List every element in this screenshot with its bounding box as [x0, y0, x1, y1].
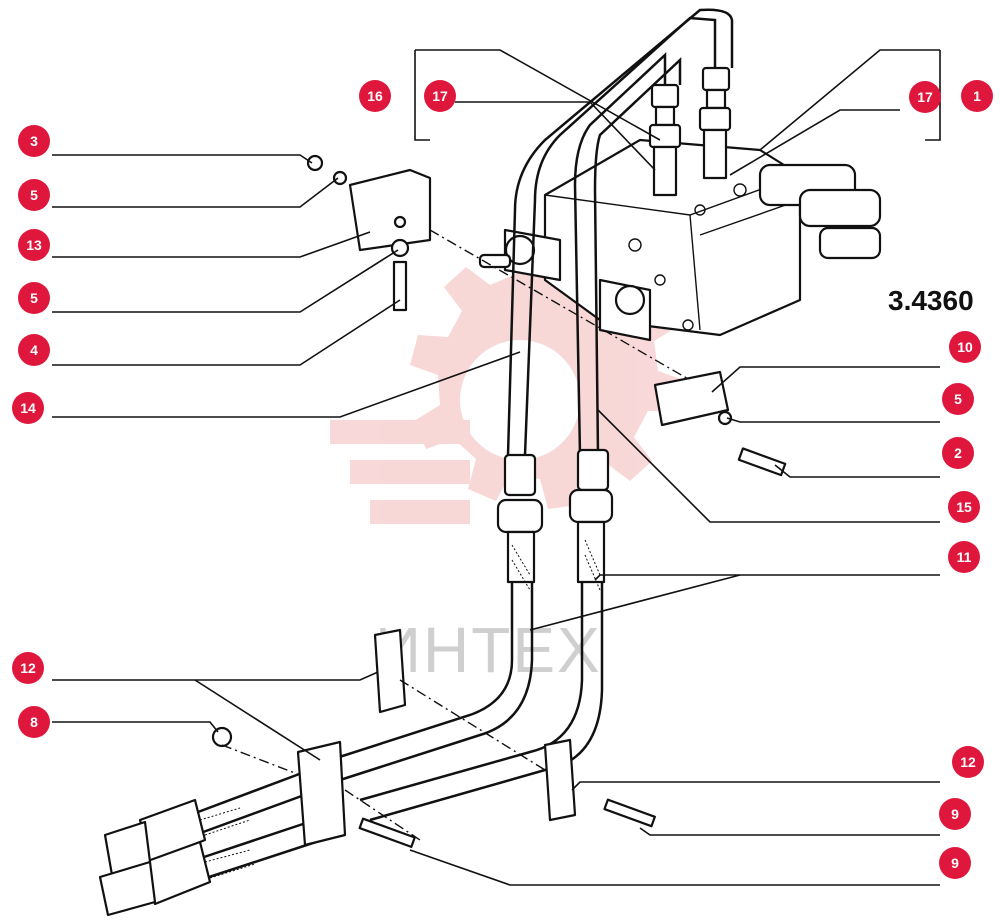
callout-8: 8 [18, 706, 50, 738]
steel-pipes [506, 8, 734, 456]
svg-text:10: 10 [957, 339, 973, 355]
callout-17-left: 17 [424, 80, 456, 112]
svg-text:9: 9 [951, 855, 959, 871]
svg-text:9: 9 [951, 806, 959, 822]
callout-14: 14 [12, 392, 44, 424]
callout-13: 13 [18, 229, 50, 261]
svg-text:5: 5 [30, 187, 38, 203]
callout-12-left: 12 [12, 652, 44, 684]
callout-9-b: 9 [939, 847, 971, 879]
callout-15: 15 [948, 491, 980, 523]
svg-text:15: 15 [956, 499, 972, 515]
leader-lines [52, 49, 941, 886]
svg-text:17: 17 [917, 89, 933, 105]
callout-5-c: 5 [942, 383, 974, 415]
svg-text:4: 4 [30, 342, 38, 358]
callout-10: 10 [949, 331, 981, 363]
callout-5-b: 5 [18, 282, 50, 314]
svg-text:3: 3 [30, 133, 38, 149]
svg-text:17: 17 [432, 88, 448, 104]
callout-2: 2 [942, 437, 974, 469]
reference-number: 3.4360 [888, 285, 974, 316]
callout-12-right: 12 [952, 746, 984, 778]
svg-text:8: 8 [30, 714, 38, 730]
svg-text:16: 16 [367, 88, 383, 104]
svg-text:5: 5 [30, 290, 38, 306]
callout-4: 4 [18, 334, 50, 366]
svg-text:5: 5 [954, 391, 962, 407]
control-valve-assembly [478, 138, 882, 342]
svg-text:14: 14 [20, 400, 36, 416]
callout-11: 11 [948, 541, 980, 573]
callout-16: 16 [359, 80, 391, 112]
watermark-text: ИНТЕХ [375, 614, 602, 686]
callout-5-a: 5 [18, 179, 50, 211]
hydraulic-hoses [98, 448, 614, 917]
svg-text:2: 2 [954, 445, 962, 461]
svg-text:11: 11 [957, 549, 972, 565]
svg-text:1: 1 [973, 88, 981, 104]
callout-3: 3 [18, 125, 50, 157]
callout-9-a: 9 [939, 798, 971, 830]
callout-17-right: 17 [909, 81, 941, 113]
callout-1: 1 [961, 80, 993, 112]
svg-text:12: 12 [20, 660, 36, 676]
svg-text:13: 13 [26, 237, 42, 253]
valve-fittings [648, 66, 732, 197]
hose-clamps [211, 154, 787, 848]
svg-text:12: 12 [960, 754, 976, 770]
